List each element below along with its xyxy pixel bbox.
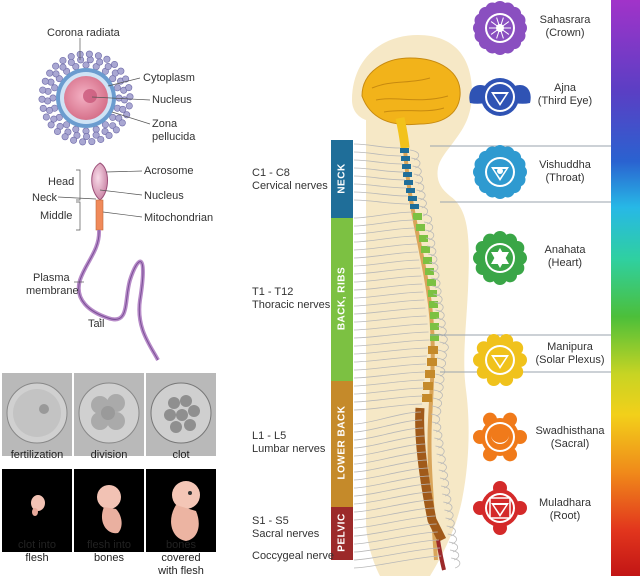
- egg-cell: [38, 50, 134, 146]
- label-egg-nucleus: Nucleus: [152, 94, 192, 106]
- label-acrosome: Acrosome: [144, 165, 194, 177]
- label-plasma: Plasma: [33, 272, 70, 284]
- cervical-vertebrae: [400, 148, 419, 209]
- label-mitochondrian: Mitochondrian: [144, 212, 214, 224]
- region-label-back-ribs: BACK, RIBS: [336, 266, 348, 331]
- chakra-label-sahasrara: Sahasrara(Crown): [539, 14, 591, 39]
- stage-photo-clot: [146, 373, 216, 456]
- root-chakra-icon: [473, 481, 527, 535]
- label-tail: Tail: [88, 318, 105, 330]
- label-sperm-nucleus: Nucleus: [144, 190, 184, 202]
- label-neck: Neck: [32, 192, 58, 204]
- caption-fertilization: fertilization: [10, 449, 64, 461]
- label-zona: Zona: [152, 118, 178, 130]
- label-pellucida: pellucida: [152, 131, 196, 143]
- third-eye-chakra-icon: [469, 78, 531, 116]
- label-cytoplasm: Cytoplasm: [143, 72, 195, 84]
- brain: [361, 57, 461, 125]
- stage-photo-bones-covered: [146, 469, 216, 552]
- label-membrane: membrane: [26, 285, 79, 297]
- solar-plexus-chakra-icon: [473, 333, 527, 387]
- chakra-label-ajna: Ajna(Third Eye): [537, 82, 593, 107]
- spinal-nerve-lines: [353, 143, 461, 569]
- throat-chakra-icon: [473, 145, 527, 199]
- chakra-label-muladhara: Muladhara(Root): [539, 497, 591, 522]
- region-band-neck: [331, 140, 353, 218]
- color-spectrum-bar: [611, 0, 640, 576]
- caption-division: division: [90, 449, 128, 461]
- lumbar-vertebrae: [422, 346, 438, 402]
- stage-photo-flesh-into-bones: [74, 469, 144, 552]
- sperm-cell: [76, 162, 160, 361]
- region-band-lower-back: [331, 381, 353, 507]
- crown-chakra-icon: [473, 1, 527, 55]
- region-label-neck: NECK: [336, 163, 348, 194]
- stage-photo-clot-into-flesh: [2, 469, 72, 552]
- chakra-label-swadhisthana: Swadhisthana(Sacral): [535, 425, 605, 450]
- chakra-label-manipura: Manipura(Solar Plexus): [535, 341, 605, 366]
- label-coccygeal-nerve: Coccygeal nerve: [252, 550, 334, 562]
- thoracic-vertebrae: [413, 213, 439, 341]
- label-corona-radiata: Corona radiata: [47, 27, 120, 39]
- stage-photo-fertilization: [2, 373, 72, 456]
- stage-photo-division: [74, 373, 144, 456]
- label-head: Head: [48, 176, 75, 188]
- chakra-label-anahata: Anahata(Heart): [544, 244, 586, 269]
- region-band-back-ribs: [331, 218, 353, 381]
- label-middle: Middle: [40, 210, 73, 222]
- region-label-lower-back: LOWER BACK: [336, 405, 348, 480]
- region-band-pelvic: [331, 507, 353, 560]
- chakra-connector-lines: [430, 145, 611, 373]
- sacral-chakra-icon: [473, 412, 527, 462]
- heart-chakra-icon: [473, 231, 527, 285]
- chakra-label-vishuddha: Vishuddha(Throat): [539, 159, 591, 184]
- caption-clot: clot: [172, 449, 190, 461]
- region-label-pelvic: PELVIC: [336, 513, 348, 552]
